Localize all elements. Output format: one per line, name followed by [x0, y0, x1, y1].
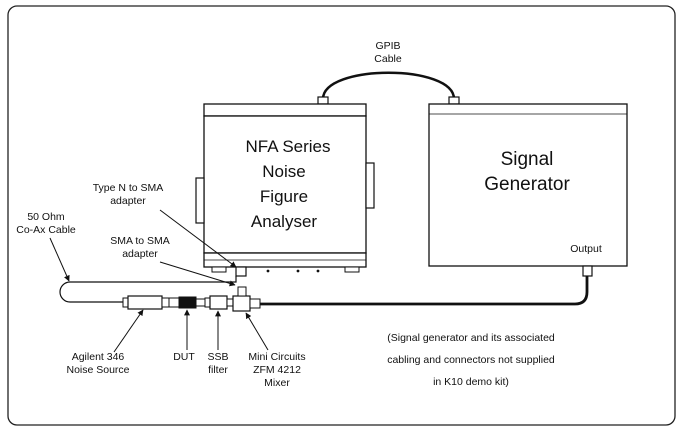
nfa-title-line3: Figure: [260, 187, 308, 206]
type-n-adapter-label-line1: Type N to SMA: [93, 182, 164, 194]
nfa-title-line1: NFA Series: [245, 137, 330, 156]
dut-label: DUT: [173, 351, 195, 363]
type-n-adapter-label-line2: adapter: [110, 195, 146, 207]
noise-source-label-line1: Agilent 346: [72, 351, 125, 363]
note-line3: in K10 demo kit): [433, 376, 509, 388]
gpib-label-line1: GPIB: [375, 40, 400, 52]
coax-label-line1: 50 Ohm: [27, 211, 65, 223]
note-line2: cabling and connectors not supplied: [387, 354, 555, 366]
ssb-filter-label-line2: filter: [208, 364, 228, 376]
signal-generator-title-line2: Generator: [484, 174, 570, 195]
signal-generator: [428, 103, 628, 277]
signal-generator-title-line1: Signal: [501, 149, 554, 170]
coax-label-line2: Co-Ax Cable: [16, 224, 76, 236]
coax-cable: [59, 276, 237, 303]
gpib-label-line2: Cable: [374, 53, 402, 65]
nfa-title-line4: Analyser: [251, 212, 317, 231]
coax-pointer: [49, 237, 70, 282]
diagram-border: [7, 5, 676, 426]
sma-adapter-label-line2: adapter: [122, 248, 158, 260]
component-chain: [122, 286, 261, 312]
mixer-label-line2: ZFM 4212: [253, 364, 301, 376]
ssb-filter-label-line1: SSB: [207, 351, 228, 363]
note-line1: (Signal generator and its associated: [387, 332, 555, 344]
mixer-label-line1: Mini Circuits: [248, 351, 305, 363]
nfa-analyser: [195, 103, 375, 277]
nfa-title-line2: Noise: [262, 162, 305, 181]
mixer-label-line3: Mixer: [264, 377, 290, 389]
mixer-pointer: [245, 312, 269, 351]
noise-source-pointer: [113, 309, 144, 353]
sma-adapter-pointer: [159, 261, 236, 287]
type-n-adapter-pointer: [159, 209, 237, 268]
output-label: Output: [570, 243, 602, 255]
noise-source-label-line2: Noise Source: [66, 364, 129, 376]
signal-generator-cable: [260, 276, 589, 306]
gpib-cable: [317, 71, 460, 105]
sma-adapter-label-line1: SMA to SMA: [110, 235, 170, 247]
